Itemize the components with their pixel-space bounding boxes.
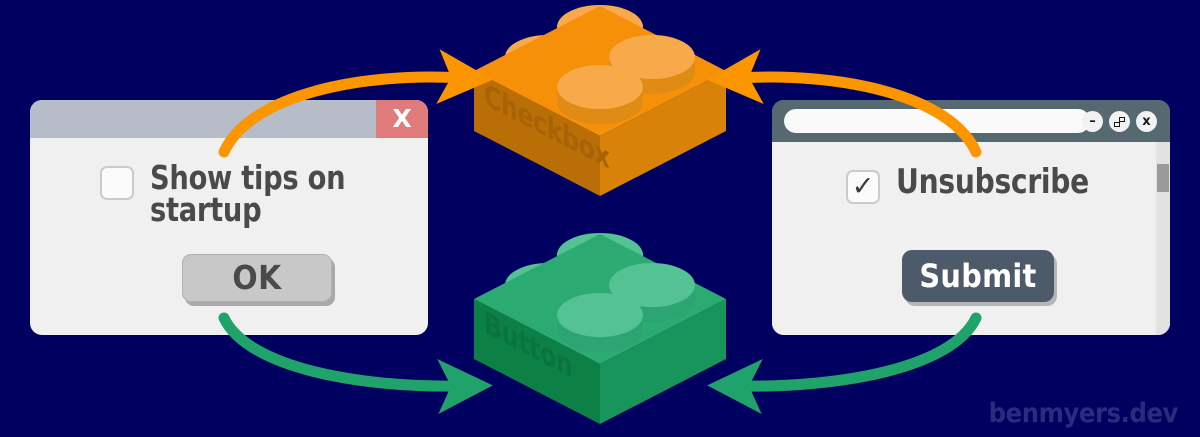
close-icon[interactable]: x — [1136, 111, 1157, 132]
lego-brick-button: Button — [470, 228, 730, 433]
checkbox-label-show-tips: Show tips on startup — [150, 158, 346, 229]
left-dialog-body: Show tips on startup OK — [30, 138, 428, 335]
scrollbar-thumb[interactable] — [1157, 164, 1169, 192]
checkbox-unsubscribe[interactable]: ✓ — [846, 170, 880, 204]
restore-icon[interactable] — [1109, 111, 1130, 132]
lego-brick-checkbox: Checkbox — [470, 0, 730, 200]
close-icon[interactable]: X — [376, 100, 428, 138]
right-dialog-body: ✓ Unsubscribe Submit — [772, 142, 1170, 335]
left-dialog-titlebar — [30, 100, 428, 138]
checkmark-icon: ✓ — [851, 171, 875, 202]
left-dialog-window: X Show tips on startup OK — [30, 100, 428, 335]
right-dialog-window: – x ✓ Unsubscribe Submit — [772, 100, 1170, 335]
submit-button[interactable]: Submit — [902, 250, 1054, 302]
checkbox-show-tips[interactable] — [100, 166, 134, 200]
right-dialog-titlebar: – x — [772, 100, 1170, 142]
checkbox-label-unsubscribe: Unsubscribe — [896, 162, 1089, 202]
checkmark-icon — [102, 168, 132, 198]
watermark: benmyers.dev — [988, 398, 1179, 429]
checkbox-row-show-tips: Show tips on startup — [100, 158, 400, 229]
ok-button[interactable]: OK — [182, 254, 332, 302]
minimize-icon[interactable]: – — [1082, 111, 1103, 132]
checkbox-row-unsubscribe: ✓ Unsubscribe — [846, 162, 1156, 204]
restore-glyph — [1114, 116, 1125, 127]
url-input[interactable] — [784, 109, 1090, 133]
scrollbar[interactable] — [1156, 142, 1170, 335]
